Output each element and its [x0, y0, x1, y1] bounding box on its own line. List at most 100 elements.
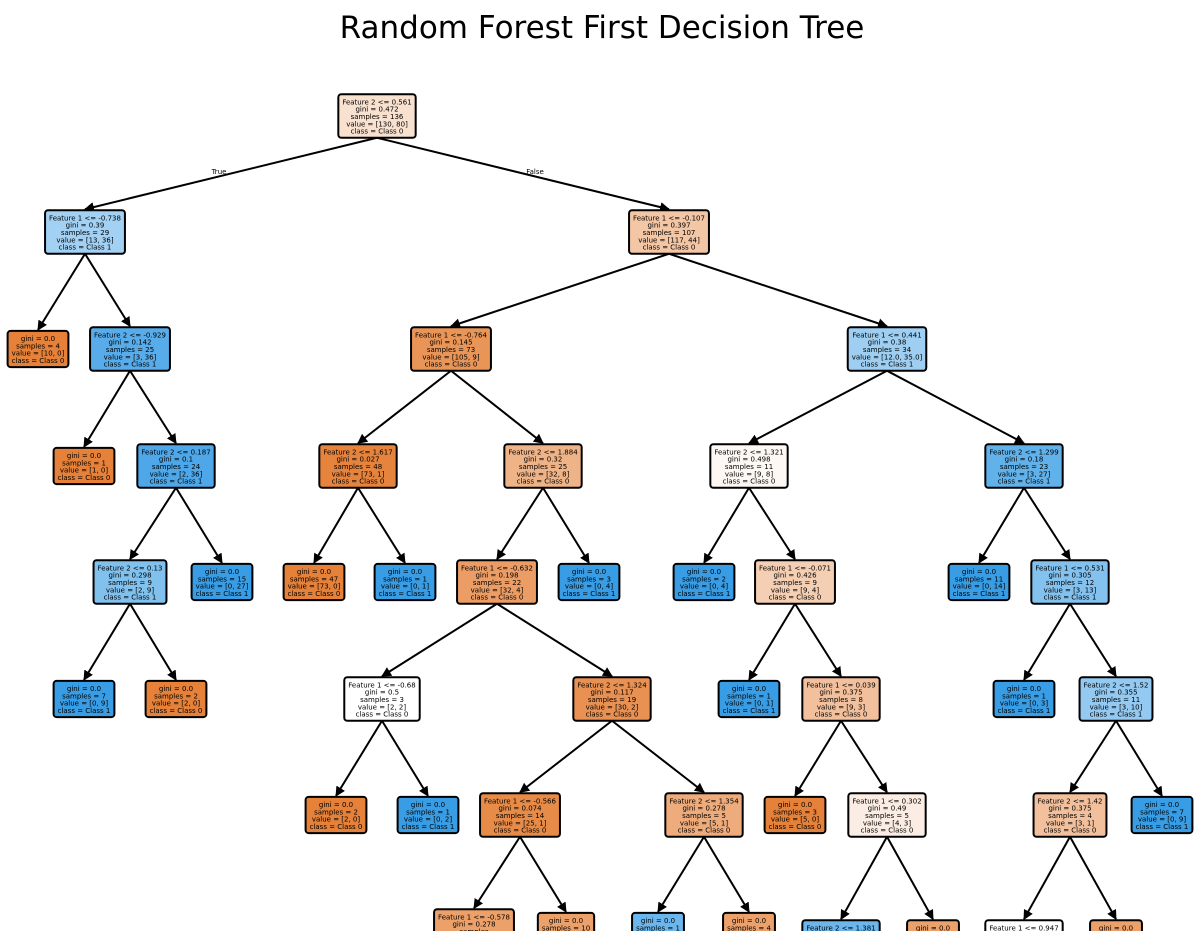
tree-node-line: gini = 0.38 — [868, 339, 907, 347]
tree-node-box — [992, 679, 1056, 719]
tree-node-line: gini = 0.0 — [916, 924, 950, 931]
tree-node-line: class = Class 0 — [769, 594, 822, 602]
tree-node-line: Feature 2 <= 0.561 — [342, 98, 411, 106]
tree-node-line: value = [32, 4] — [471, 586, 524, 594]
tree-node-box — [6, 329, 70, 369]
tree-node-line: Feature 2 <= 1.354 — [669, 797, 739, 805]
tree-node-line: gini = 0.0 — [1007, 685, 1041, 693]
tree-edge-n3-n5 — [129, 370, 177, 445]
tree-node-line: value = [0, 1] — [725, 700, 774, 708]
tree-node-line: value = [117, 44] — [638, 236, 700, 244]
tree-node-line: Feature 1 <= 0.947 — [989, 924, 1058, 931]
tree-node-line: gini = 0.0 — [641, 917, 675, 925]
tree-node-line: gini = 0.472 — [355, 106, 398, 114]
tree-node-line: value = [12.0, 35.0] — [852, 353, 923, 361]
tree-edge-n10-n28 — [668, 252, 888, 329]
tree-node-line: value = [0, 1] — [381, 583, 430, 591]
tree-node-box — [190, 562, 254, 602]
tree-edge-n11-n15 — [450, 369, 544, 445]
tree-node-line: class = Class 1 — [678, 590, 731, 598]
tree-node-line: gini = 0.18 — [1005, 456, 1044, 464]
tree-node-line: Feature 2 <= 0.187 — [141, 448, 210, 456]
tree-node-line: gini = 0.375 — [1048, 805, 1091, 813]
tree-node-box — [410, 326, 492, 372]
tree-edge-n6-n7 — [83, 603, 131, 681]
tree-node-line: samples = 2 — [682, 575, 726, 583]
tree-node-line: value = [105, 9] — [422, 353, 479, 361]
tree-node-line: gini = 0.0 — [67, 685, 101, 693]
tree-node-line: Feature 2 <= 0.13 — [98, 564, 163, 572]
tree-node-line: gini = 0.074 — [498, 805, 542, 813]
tree-node-line: class = Class 0 — [494, 827, 547, 835]
tree-node-line: gini = 0.32 — [524, 456, 563, 464]
tree-node-line: value = [4, 3] — [863, 819, 912, 827]
tree-node-line: value = [9, 3] — [817, 703, 866, 711]
tree-node-line: value = [9, 8] — [725, 470, 774, 478]
tree-node-line: value = [3, 10] — [1090, 703, 1143, 711]
tree-node-line: class = Class 0 — [471, 594, 524, 602]
tree-node-line: value = [5, 1] — [680, 819, 729, 827]
tree-node-box — [717, 679, 781, 719]
tree-node-line: samples = 11 — [955, 575, 1003, 583]
tree-node-line: samples = 14 — [496, 812, 545, 820]
tree-node-line: gini = 0.0 — [778, 801, 812, 809]
tree-node-line: class = Class 0 — [861, 827, 914, 835]
tree-node-line: gini = 0.1 — [159, 456, 193, 464]
tree-edge-n24-n26 — [703, 836, 750, 913]
tree-edge-n12-n14 — [357, 487, 406, 564]
tree-edge-n20-n24 — [611, 719, 705, 794]
tree-node-line: samples = 25 — [106, 346, 154, 354]
tree-node-line: value = [9, 4] — [771, 586, 820, 594]
tree-node-line: samples = 11 — [1092, 696, 1140, 704]
tree-node-line: gini = 0.0 — [411, 801, 445, 809]
tree-node-line: class = Class 0 — [150, 707, 203, 715]
tree-edge-n29-n30 — [703, 487, 750, 564]
tree-node-line: gini = 0.0 — [205, 568, 239, 576]
tree-edge-n42-n43 — [1069, 720, 1117, 794]
tree-node-line: class = Class 1 — [59, 244, 112, 252]
tree-node-line: value = [130, 80] — [346, 120, 408, 128]
tree-node-box — [628, 209, 710, 255]
tree-node-line: samples = 4 — [16, 342, 60, 350]
tree-node-box — [479, 792, 561, 838]
tree-node-line: Feature 2 <= 1.321 — [714, 448, 783, 456]
tree-node-line: gini = 0.278 — [682, 805, 725, 813]
tree-node-line: samples = 29 — [61, 229, 109, 237]
tree-node-line: samples = 136 — [351, 113, 404, 121]
tree-node-line: Feature 2 <= 1.381 — [806, 924, 875, 931]
tree-node-box — [373, 562, 437, 602]
tree-edge-n31-n33 — [794, 603, 842, 678]
tree-edge-n38-n39 — [978, 487, 1025, 564]
tree-node-line: gini = 0.0 — [732, 685, 766, 693]
tree-node-line: class = Class 1 — [998, 478, 1051, 486]
tree-node-box — [947, 562, 1011, 602]
tree-node-line: Feature 2 <= 1.42 — [1038, 797, 1103, 805]
tree-edge-n12-n13 — [313, 487, 359, 564]
tree-node-line: gini = 0.0 — [21, 335, 55, 343]
tree-edge-n35-n37 — [886, 836, 934, 921]
tree-node-line: class = Class 0 — [769, 823, 822, 831]
tree-edge-n1-n3 — [84, 253, 131, 328]
tree-node-line: gini = 0.117 — [590, 689, 633, 697]
tree-node-line: class = Class 1 — [196, 590, 249, 598]
